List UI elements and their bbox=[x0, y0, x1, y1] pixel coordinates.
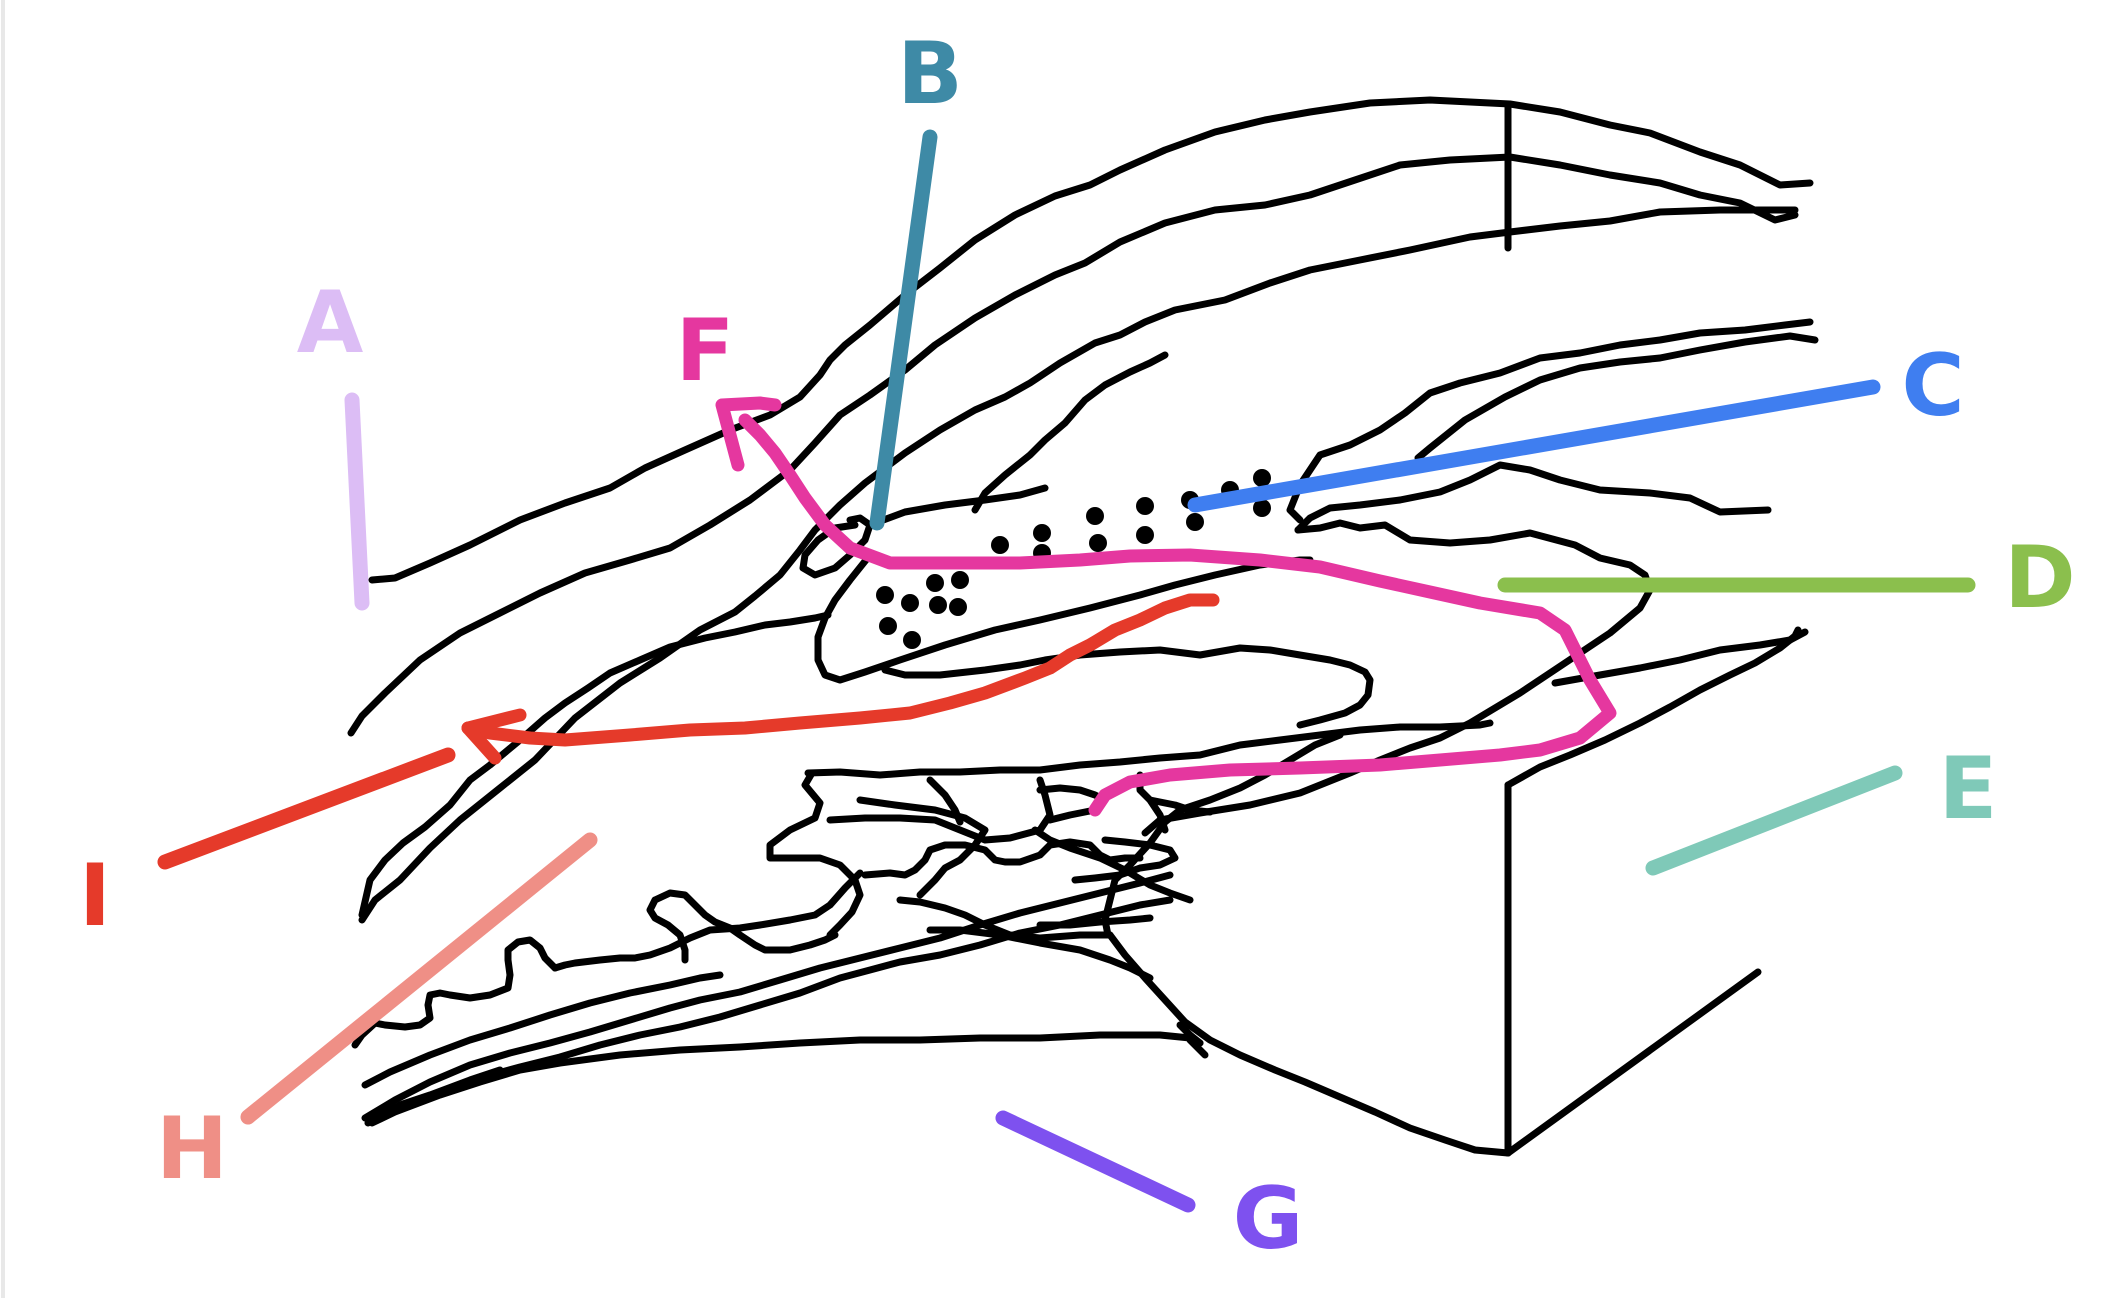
chamber-outline bbox=[1141, 519, 1654, 837]
red-arrow-path bbox=[461, 593, 1220, 747]
central-body-lower bbox=[358, 611, 832, 919]
leader-line-a bbox=[344, 392, 370, 611]
cell-dot bbox=[929, 596, 947, 614]
magenta-arrow-path bbox=[738, 413, 1617, 817]
label-e: E bbox=[1939, 739, 1998, 839]
fold-line-7 bbox=[1031, 826, 1194, 904]
leader-line-e bbox=[1645, 765, 1903, 876]
leader-line-b bbox=[869, 129, 938, 531]
fold-line-1 bbox=[766, 769, 864, 939]
cell-dot bbox=[951, 571, 969, 589]
label-b: B bbox=[897, 24, 963, 124]
lower-mass-bottom bbox=[1106, 931, 1512, 1157]
leader-line-g bbox=[995, 1110, 1196, 1213]
cell-dot bbox=[876, 586, 894, 604]
leader-line-i bbox=[157, 747, 456, 870]
outer-layer-lower bbox=[347, 153, 1799, 737]
sketch-outline bbox=[347, 96, 1819, 1157]
lower-mass-flank bbox=[1176, 1021, 1209, 1059]
cell-dot bbox=[926, 574, 944, 592]
outer-layer-upper bbox=[368, 96, 1814, 584]
chamber-lower-edge bbox=[1504, 626, 1802, 789]
label-d: D bbox=[2004, 528, 2075, 628]
tendon-lines-5 bbox=[1036, 914, 1154, 929]
central-body-outline bbox=[799, 484, 1049, 579]
leader-line-h bbox=[240, 832, 598, 1125]
label-a: A bbox=[297, 273, 364, 373]
fold-line-3 bbox=[856, 796, 989, 899]
chamber-right-shelf bbox=[1551, 628, 1809, 687]
middle-block-top bbox=[1294, 461, 1772, 534]
fold-line-9 bbox=[1071, 836, 1179, 884]
cell-dot bbox=[1089, 534, 1107, 552]
cell-dot bbox=[901, 594, 919, 612]
fold-line-4 bbox=[926, 776, 1109, 826]
label-f: F bbox=[676, 301, 735, 401]
cell-dot bbox=[1186, 513, 1204, 531]
red-arrowhead bbox=[461, 708, 527, 765]
cell-dot bbox=[1033, 524, 1051, 542]
cell-dot bbox=[1136, 526, 1154, 544]
label-c: C bbox=[1901, 336, 1964, 436]
cell-dot bbox=[1253, 469, 1271, 487]
central-body-upper bbox=[971, 351, 1169, 514]
fold-line-5 bbox=[861, 838, 1144, 879]
wavy-folds bbox=[351, 936, 559, 1049]
magenta-arrowhead bbox=[715, 396, 782, 472]
label-h: H bbox=[156, 1099, 228, 1199]
middle-block-upper bbox=[1414, 332, 1819, 462]
cell-dot bbox=[879, 617, 897, 635]
label-i: I bbox=[79, 846, 111, 946]
fold-line-2 bbox=[826, 776, 1054, 844]
wavy-membrane bbox=[646, 889, 839, 964]
cell-dot bbox=[991, 536, 1009, 554]
central-spindle bbox=[814, 551, 1314, 684]
lower-mass-base bbox=[368, 1031, 1204, 1127]
central-spindle-lower bbox=[881, 644, 1374, 729]
cell-dot bbox=[1253, 499, 1271, 517]
cell-dot bbox=[949, 598, 967, 616]
lower-left-strokes bbox=[368, 1066, 504, 1124]
tendon-lines-3 bbox=[364, 896, 1174, 1127]
cell-dot bbox=[1086, 507, 1104, 525]
leader-line-c bbox=[1187, 379, 1881, 513]
tendon-lines-1 bbox=[361, 971, 724, 1089]
fold-line-10 bbox=[551, 869, 864, 972]
right-diagonal bbox=[1504, 968, 1762, 1157]
cell-dot bbox=[903, 631, 921, 649]
tendon-lines-4 bbox=[926, 926, 1154, 982]
cell-dots bbox=[876, 469, 1271, 649]
middle-block-right bbox=[1286, 318, 1814, 524]
label-g: G bbox=[1233, 1169, 1304, 1269]
tendon-lines-2 bbox=[361, 871, 1174, 1122]
cell-dot bbox=[1136, 497, 1154, 515]
lower-mass-top bbox=[804, 719, 1494, 779]
